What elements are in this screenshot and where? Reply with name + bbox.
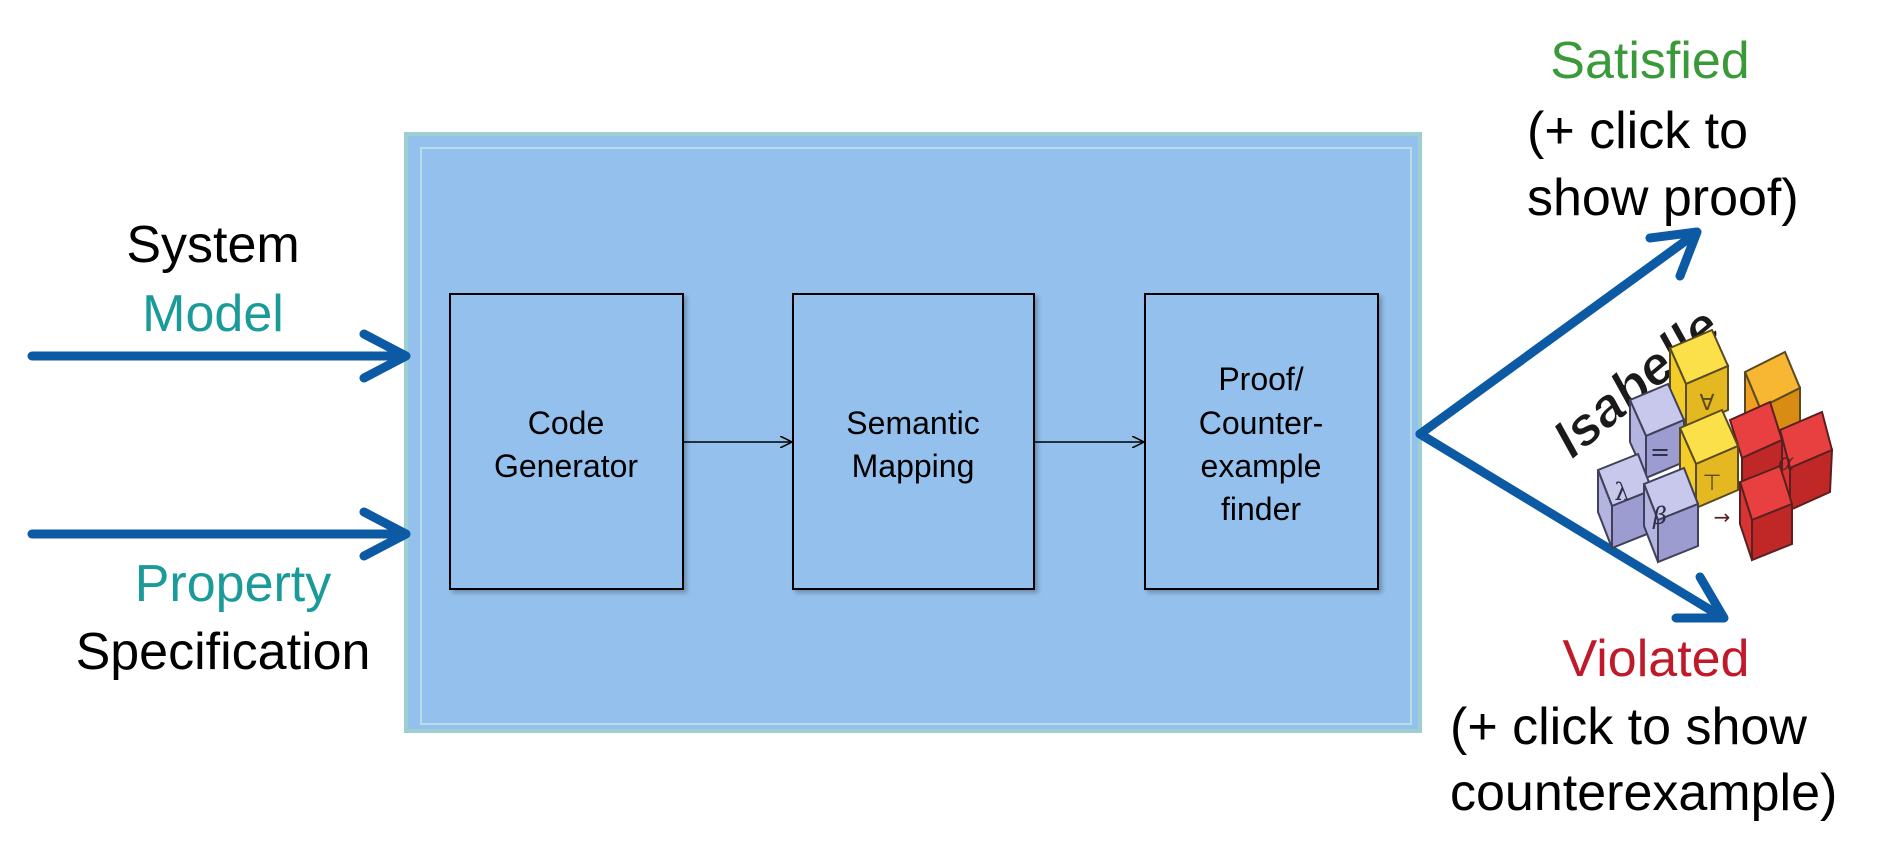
- proof-finder-label-line1: Proof/: [1218, 361, 1303, 397]
- system-model-arrow: [27, 329, 411, 383]
- satisfied-detail-line2: show proof): [1527, 169, 1799, 227]
- logo-cube-bottom-purple-right: β: [1642, 466, 1700, 564]
- logo-cube-front-red: α →: [1714, 448, 1794, 562]
- logo-glyph-arrow: →: [1714, 505, 1731, 529]
- logo-cube-right-red: [1776, 410, 1834, 512]
- satisfied-arrow: [1415, 227, 1702, 439]
- satisfied-label: Satisfied: [1550, 32, 1749, 90]
- property-spec-label-line2: Specification: [76, 623, 371, 681]
- violated-detail-line2: counterexample): [1450, 764, 1837, 822]
- satisfied-detail-line1: (+ click to: [1527, 102, 1748, 160]
- logo-glyph-beta: β: [1652, 502, 1667, 530]
- proof-finder-label-line3: example: [1201, 448, 1322, 484]
- proof-finder-label-line2: Counter-: [1199, 405, 1324, 441]
- code-generator-box: [449, 293, 684, 590]
- code-generator-label-line2: Generator: [494, 448, 638, 484]
- system-model-label-line1: System: [126, 216, 299, 274]
- logo-glyph-alpha: α: [1778, 448, 1794, 476]
- logo-cube-bottom-purple-left: λ: [1596, 452, 1654, 550]
- logo-glyph-lambda: λ: [1614, 478, 1629, 506]
- code-generator-label-line1: Code: [528, 405, 605, 441]
- system-model-label-line2: Model: [142, 285, 284, 343]
- logo-cube-left-purple: =: [1628, 382, 1686, 480]
- violated-arrow: [1415, 429, 1729, 623]
- property-spec-arrow: [27, 507, 411, 561]
- semantic-mapping-label-line1: Semantic: [846, 405, 979, 441]
- property-spec-label-line1: Property: [135, 555, 332, 613]
- semantic-mapping-label-line2: Mapping: [852, 448, 975, 484]
- logo-glyph-top: ⊤: [1702, 471, 1721, 496]
- proof-finder-label-line4: finder: [1221, 491, 1301, 527]
- processing-panel-inner-border: [420, 147, 1412, 725]
- proof-finder-box: [1144, 293, 1379, 590]
- violated-label: Violated: [1563, 630, 1750, 688]
- logo-glyph-equals: =: [1650, 438, 1670, 466]
- violated-detail-line1: (+ click to show: [1450, 698, 1807, 756]
- semantic-mapping-box: [792, 293, 1035, 590]
- logo-glyph-forall: ∀: [1699, 391, 1714, 416]
- isabelle-logo: Isabelle ∀ =: [1541, 295, 1834, 564]
